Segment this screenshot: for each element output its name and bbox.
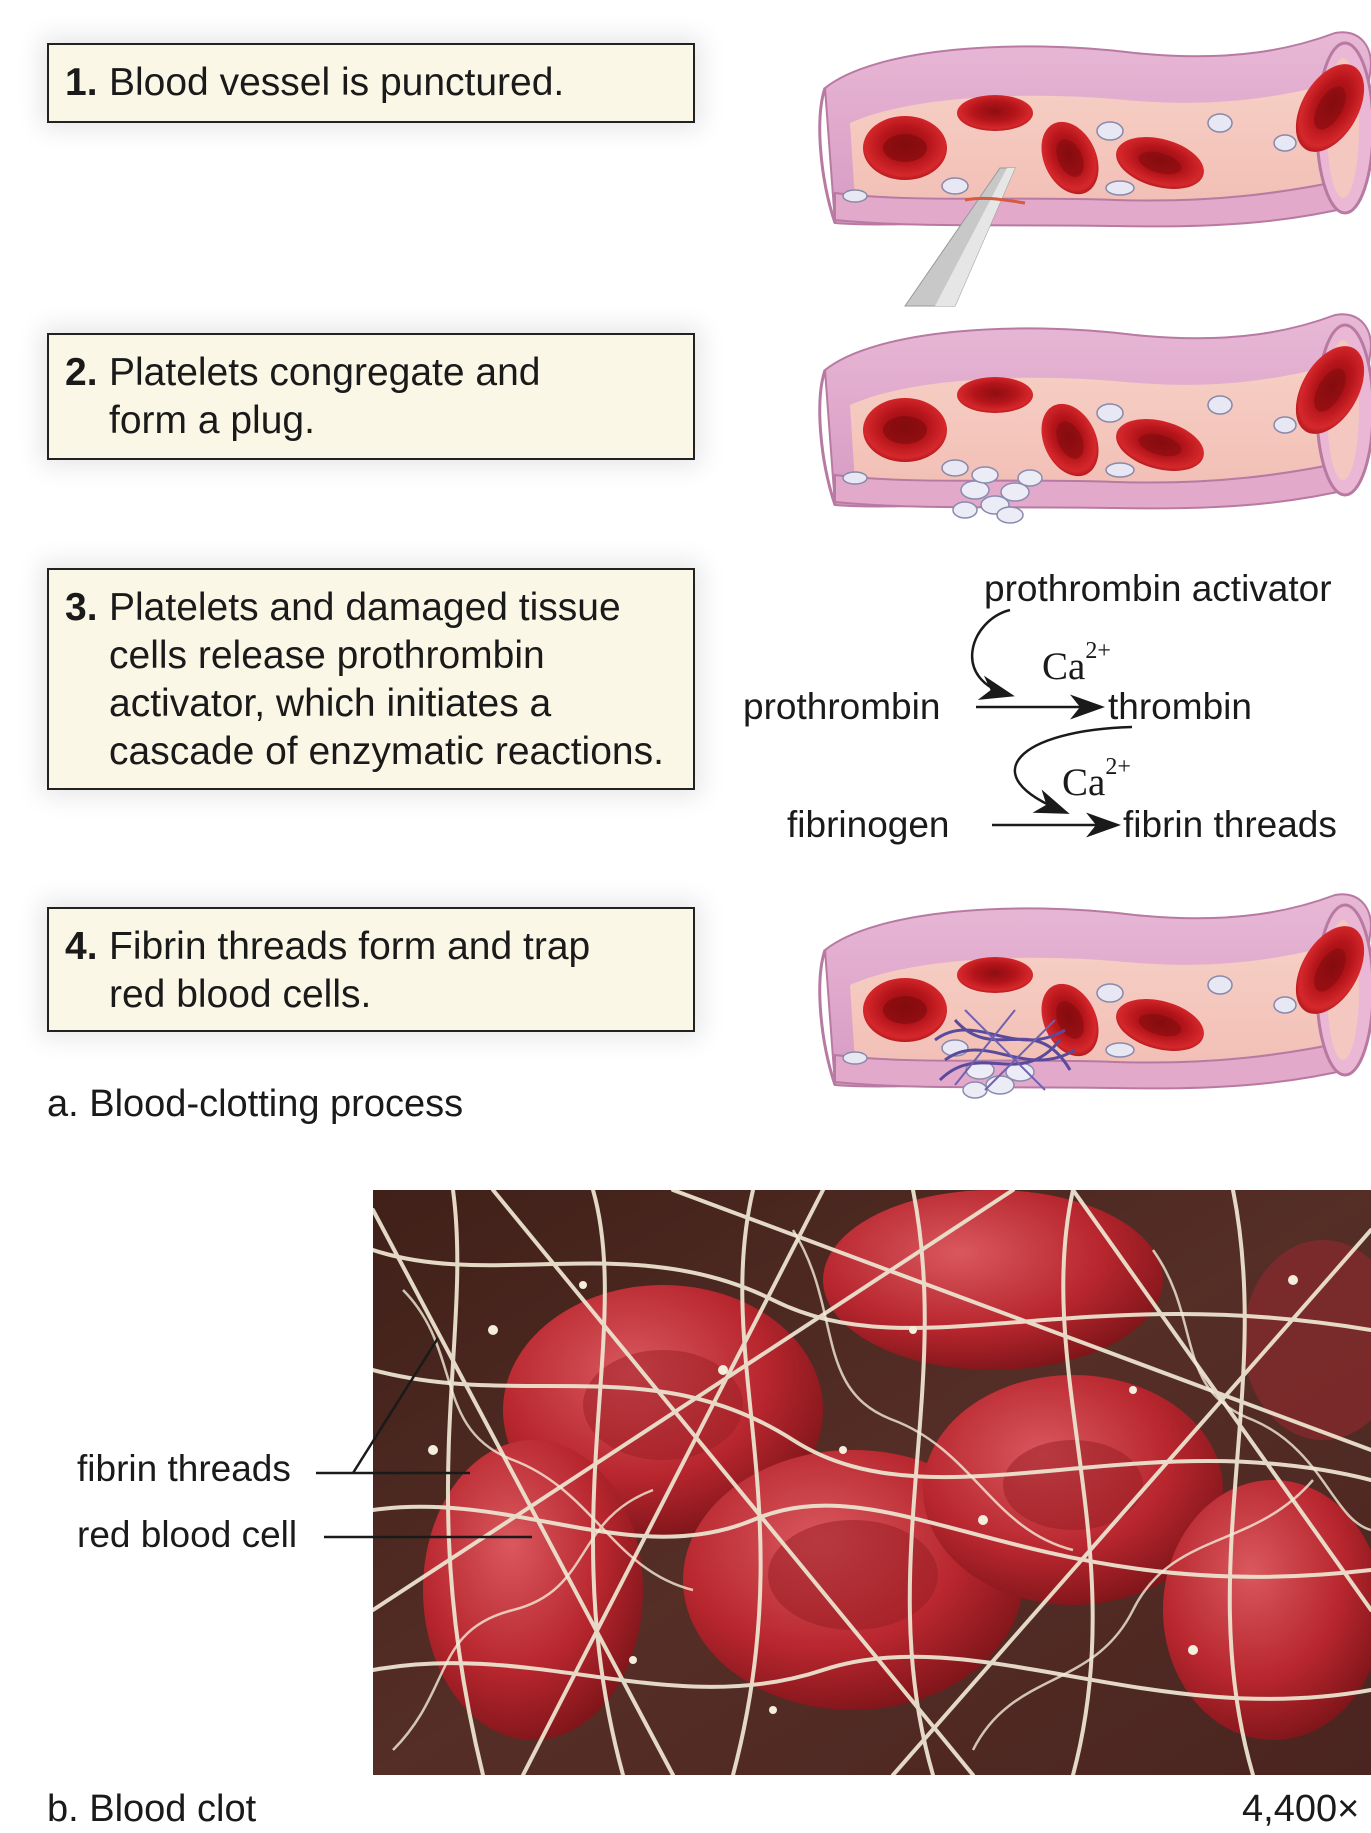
step-number: 4. xyxy=(65,925,98,968)
punctured-vessel-illustration xyxy=(818,30,1371,307)
red-blood-cell-photo-label: red blood cell xyxy=(77,1514,298,1555)
ion-charge: 2+ xyxy=(1085,638,1111,664)
fibrin-threads-product-label: fibrin threads xyxy=(1123,804,1337,845)
ion-base: Ca xyxy=(1042,645,1086,688)
fibrin-clot-vessel-illustration xyxy=(818,892,1371,1099)
fibrinogen-label: fibrinogen xyxy=(787,804,950,845)
thrombin-label: thrombin xyxy=(1108,686,1252,727)
step-3-box: 3. Platelets and damaged tissue cells re… xyxy=(47,568,695,790)
prothrombin-activator-label: prothrombin activator xyxy=(984,568,1332,609)
fibrin-mesh xyxy=(934,1009,1076,1099)
calcium-ion-label-2: Ca2+ xyxy=(1062,754,1131,805)
ion-charge: 2+ xyxy=(1105,754,1131,780)
platelet-plug-vessel-illustration xyxy=(818,312,1371,524)
calcium-ion-label-1: Ca2+ xyxy=(1042,638,1111,689)
blood-clot-micrograph xyxy=(373,1190,1371,1775)
magnification-label: 4,400× xyxy=(1242,1788,1360,1830)
fibrin-threads-photo-label: fibrin threads xyxy=(77,1448,291,1489)
reaction-arrows xyxy=(970,608,1133,838)
step-4-box: 4. Fibrin threads form and trap red bloo… xyxy=(47,907,695,1032)
step-text: Platelets congregate and form a plug. xyxy=(109,351,541,442)
step-number: 1. xyxy=(65,61,98,104)
step-text: Blood vessel is punctured. xyxy=(109,61,565,104)
part-b-caption: b. Blood clot xyxy=(47,1788,257,1830)
prothrombin-label: prothrombin xyxy=(743,686,941,727)
step-number: 3. xyxy=(65,586,98,629)
step-text: Platelets and damaged tissue cells relea… xyxy=(109,586,664,773)
step-1-box: 1. Blood vessel is punctured. xyxy=(47,43,695,123)
step-text: Fibrin threads form and trap red blood c… xyxy=(109,925,591,1016)
step-2-box: 2. Platelets congregate and form a plug. xyxy=(47,333,695,460)
photo-leader-lines xyxy=(316,1337,532,1539)
platelet-plug xyxy=(952,466,1043,524)
step-number: 2. xyxy=(65,351,98,394)
part-a-caption: a. Blood-clotting process xyxy=(47,1083,464,1125)
